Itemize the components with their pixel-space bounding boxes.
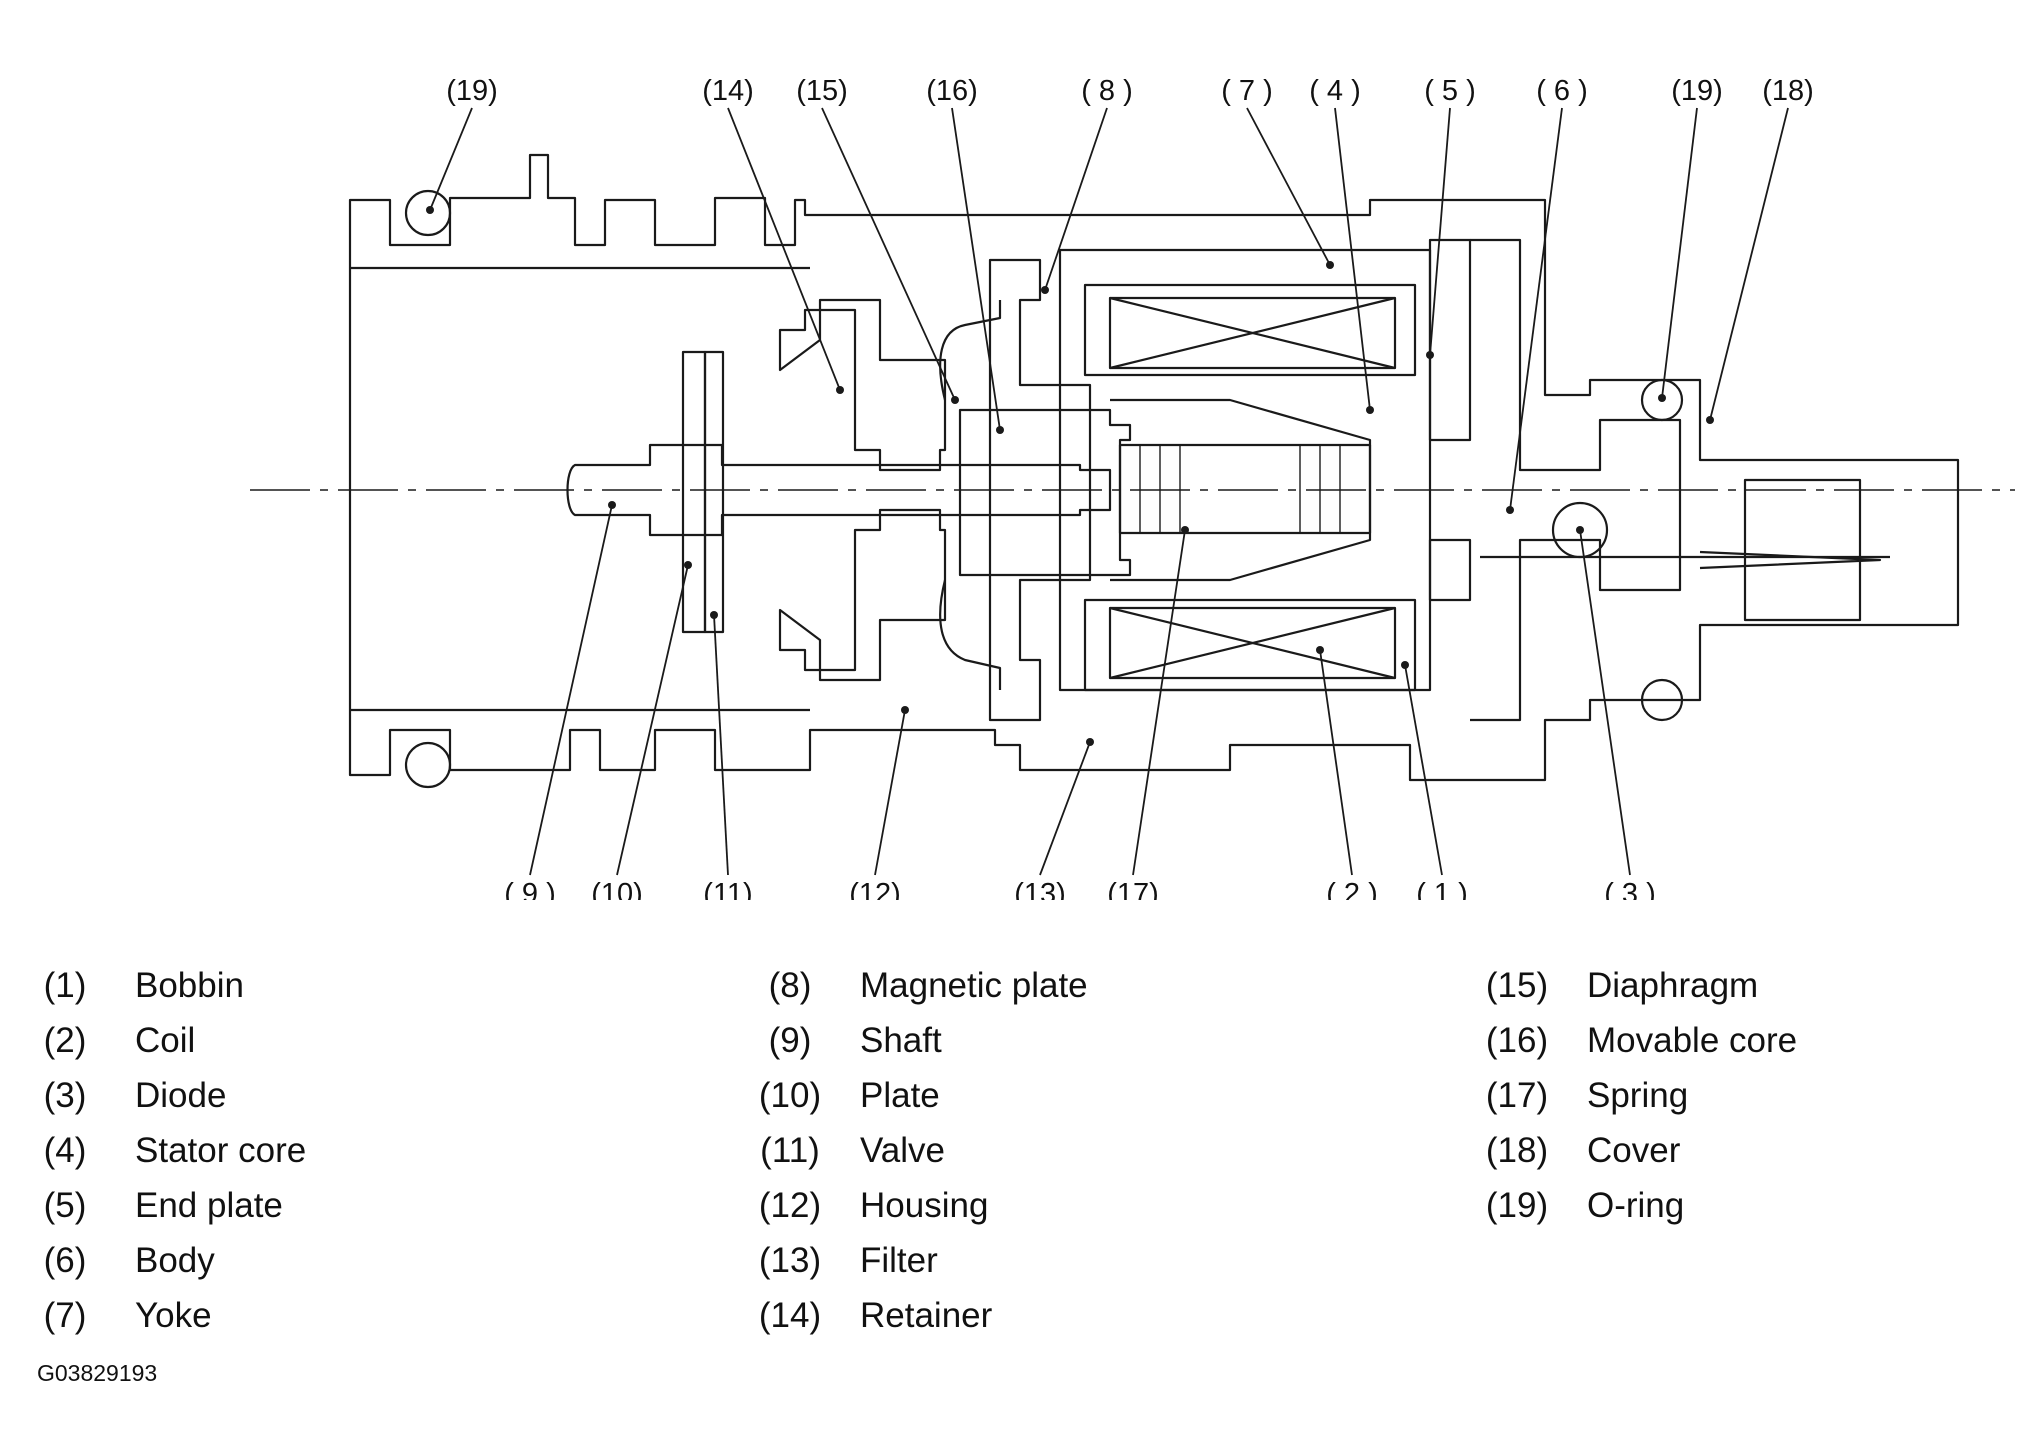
legend-number: (14) <box>758 1296 822 1335</box>
callout-4: ( 4 ) <box>1309 75 1361 107</box>
legend-part-name: Filter <box>860 1241 938 1280</box>
cover-connector <box>1743 478 1862 622</box>
retainer-bottom <box>778 508 947 682</box>
end-plate-lower <box>1428 538 1472 602</box>
callout-13: (13) <box>1014 878 1066 900</box>
legend-number: (18) <box>1485 1131 1549 1170</box>
callout-16: (16) <box>926 75 978 107</box>
callout-11: (11) <box>703 878 752 900</box>
legend-part-name: Movable core <box>1587 1021 1798 1060</box>
callout-9: ( 9 ) <box>504 878 556 900</box>
legend-part-name: Stator core <box>135 1131 307 1170</box>
end-plate <box>1428 238 1472 442</box>
valve <box>703 350 725 634</box>
callout-1: ( 1 ) <box>1416 878 1468 900</box>
legend-number: (13) <box>758 1241 822 1280</box>
legend-part-name: Spring <box>1587 1076 1689 1115</box>
legend-part-name: Plate <box>860 1076 940 1115</box>
bobbin-bottom <box>1083 598 1417 692</box>
bobbin-top <box>1083 283 1417 377</box>
diaphragm-top <box>939 300 1002 401</box>
callout-14: (14) <box>702 75 754 107</box>
legend-number: (8) <box>768 966 812 1005</box>
o-ring-top-left <box>404 189 452 237</box>
callout-10: (10) <box>591 878 643 900</box>
callout-labels: (19) (14) (15) (16) ( 8 ) ( 7 ) ( 4 ) ( … <box>446 75 1814 900</box>
callout-3: ( 3 ) <box>1604 878 1656 900</box>
o-ring-bottom-left <box>404 741 452 789</box>
callout-12: (12) <box>849 878 901 900</box>
legend-number: (7) <box>43 1296 87 1335</box>
legend-number: (4) <box>43 1131 87 1170</box>
legend-number: (10) <box>758 1076 822 1115</box>
spring-coils <box>1139 445 1341 533</box>
callout-18: (18) <box>1762 75 1814 107</box>
legend-number: (17) <box>1485 1076 1549 1115</box>
movable-core <box>958 408 1132 577</box>
legend-part-name: Body <box>135 1241 215 1280</box>
legend-part-name: Magnetic plate <box>860 966 1088 1005</box>
legend-part-name: O-ring <box>1587 1186 1685 1225</box>
legend-number: (11) <box>760 1131 820 1170</box>
legend-part-name: Shaft <box>860 1021 942 1060</box>
callout-5: ( 5 ) <box>1424 75 1476 107</box>
magnetic-plate <box>988 258 1092 722</box>
callout-15: (15) <box>796 75 848 107</box>
legend-number: (1) <box>43 966 87 1005</box>
coil-bottom <box>1108 606 1397 680</box>
plate <box>681 350 707 634</box>
legend-number: (15) <box>1485 966 1549 1005</box>
callout-2: ( 2 ) <box>1326 878 1378 900</box>
legend-part-name: Yoke <box>135 1296 212 1335</box>
legend-part-name: Coil <box>135 1021 196 1060</box>
callout-19-right: (19) <box>1671 75 1723 107</box>
legend-part-name: Diode <box>135 1076 227 1115</box>
legend-number: (5) <box>43 1186 87 1225</box>
legend-number: (2) <box>43 1021 87 1060</box>
callout-17: (17) <box>1107 878 1159 900</box>
legend-number: (12) <box>758 1186 822 1225</box>
legend-number: (3) <box>43 1076 87 1115</box>
o-ring-bottom-right <box>1640 678 1684 722</box>
legend-part-name: Bobbin <box>135 966 244 1005</box>
yoke <box>1058 248 1432 692</box>
connector-pin <box>1699 550 1882 570</box>
coil-top <box>1108 296 1397 370</box>
o-ring-top-right <box>1640 378 1684 422</box>
figure-code: G03829193 <box>37 1360 158 1386</box>
legend-part-name: Housing <box>860 1186 989 1225</box>
shaft <box>566 443 1112 537</box>
solenoid-cross-section-diagram: (19) (14) (15) (16) ( 8 ) ( 7 ) ( 4 ) ( … <box>250 75 2015 900</box>
legend-number: (9) <box>768 1021 812 1060</box>
leader-dots <box>426 206 1714 746</box>
callout-7: ( 7 ) <box>1221 75 1273 107</box>
legend-number: (19) <box>1485 1186 1549 1225</box>
callout-8: ( 8 ) <box>1081 75 1133 107</box>
callout-19-left: (19) <box>446 75 498 107</box>
legend-part-name: End plate <box>135 1186 283 1225</box>
diaphragm-bottom <box>939 579 1002 690</box>
retainer-top <box>778 298 947 472</box>
stator-core <box>1110 398 1372 582</box>
legend-part-name: Diaphragm <box>1587 966 1759 1005</box>
housing-outline <box>348 153 1960 782</box>
legend-part-name: Retainer <box>860 1296 993 1335</box>
legend-number: (16) <box>1485 1021 1549 1060</box>
leader-lines <box>429 107 1789 876</box>
legend-part-name: Valve <box>860 1131 945 1170</box>
spring <box>1118 443 1372 535</box>
legend-part-name: Cover <box>1587 1131 1681 1170</box>
legend-number: (6) <box>43 1241 87 1280</box>
body <box>1470 238 1682 722</box>
callout-6: ( 6 ) <box>1536 75 1588 107</box>
